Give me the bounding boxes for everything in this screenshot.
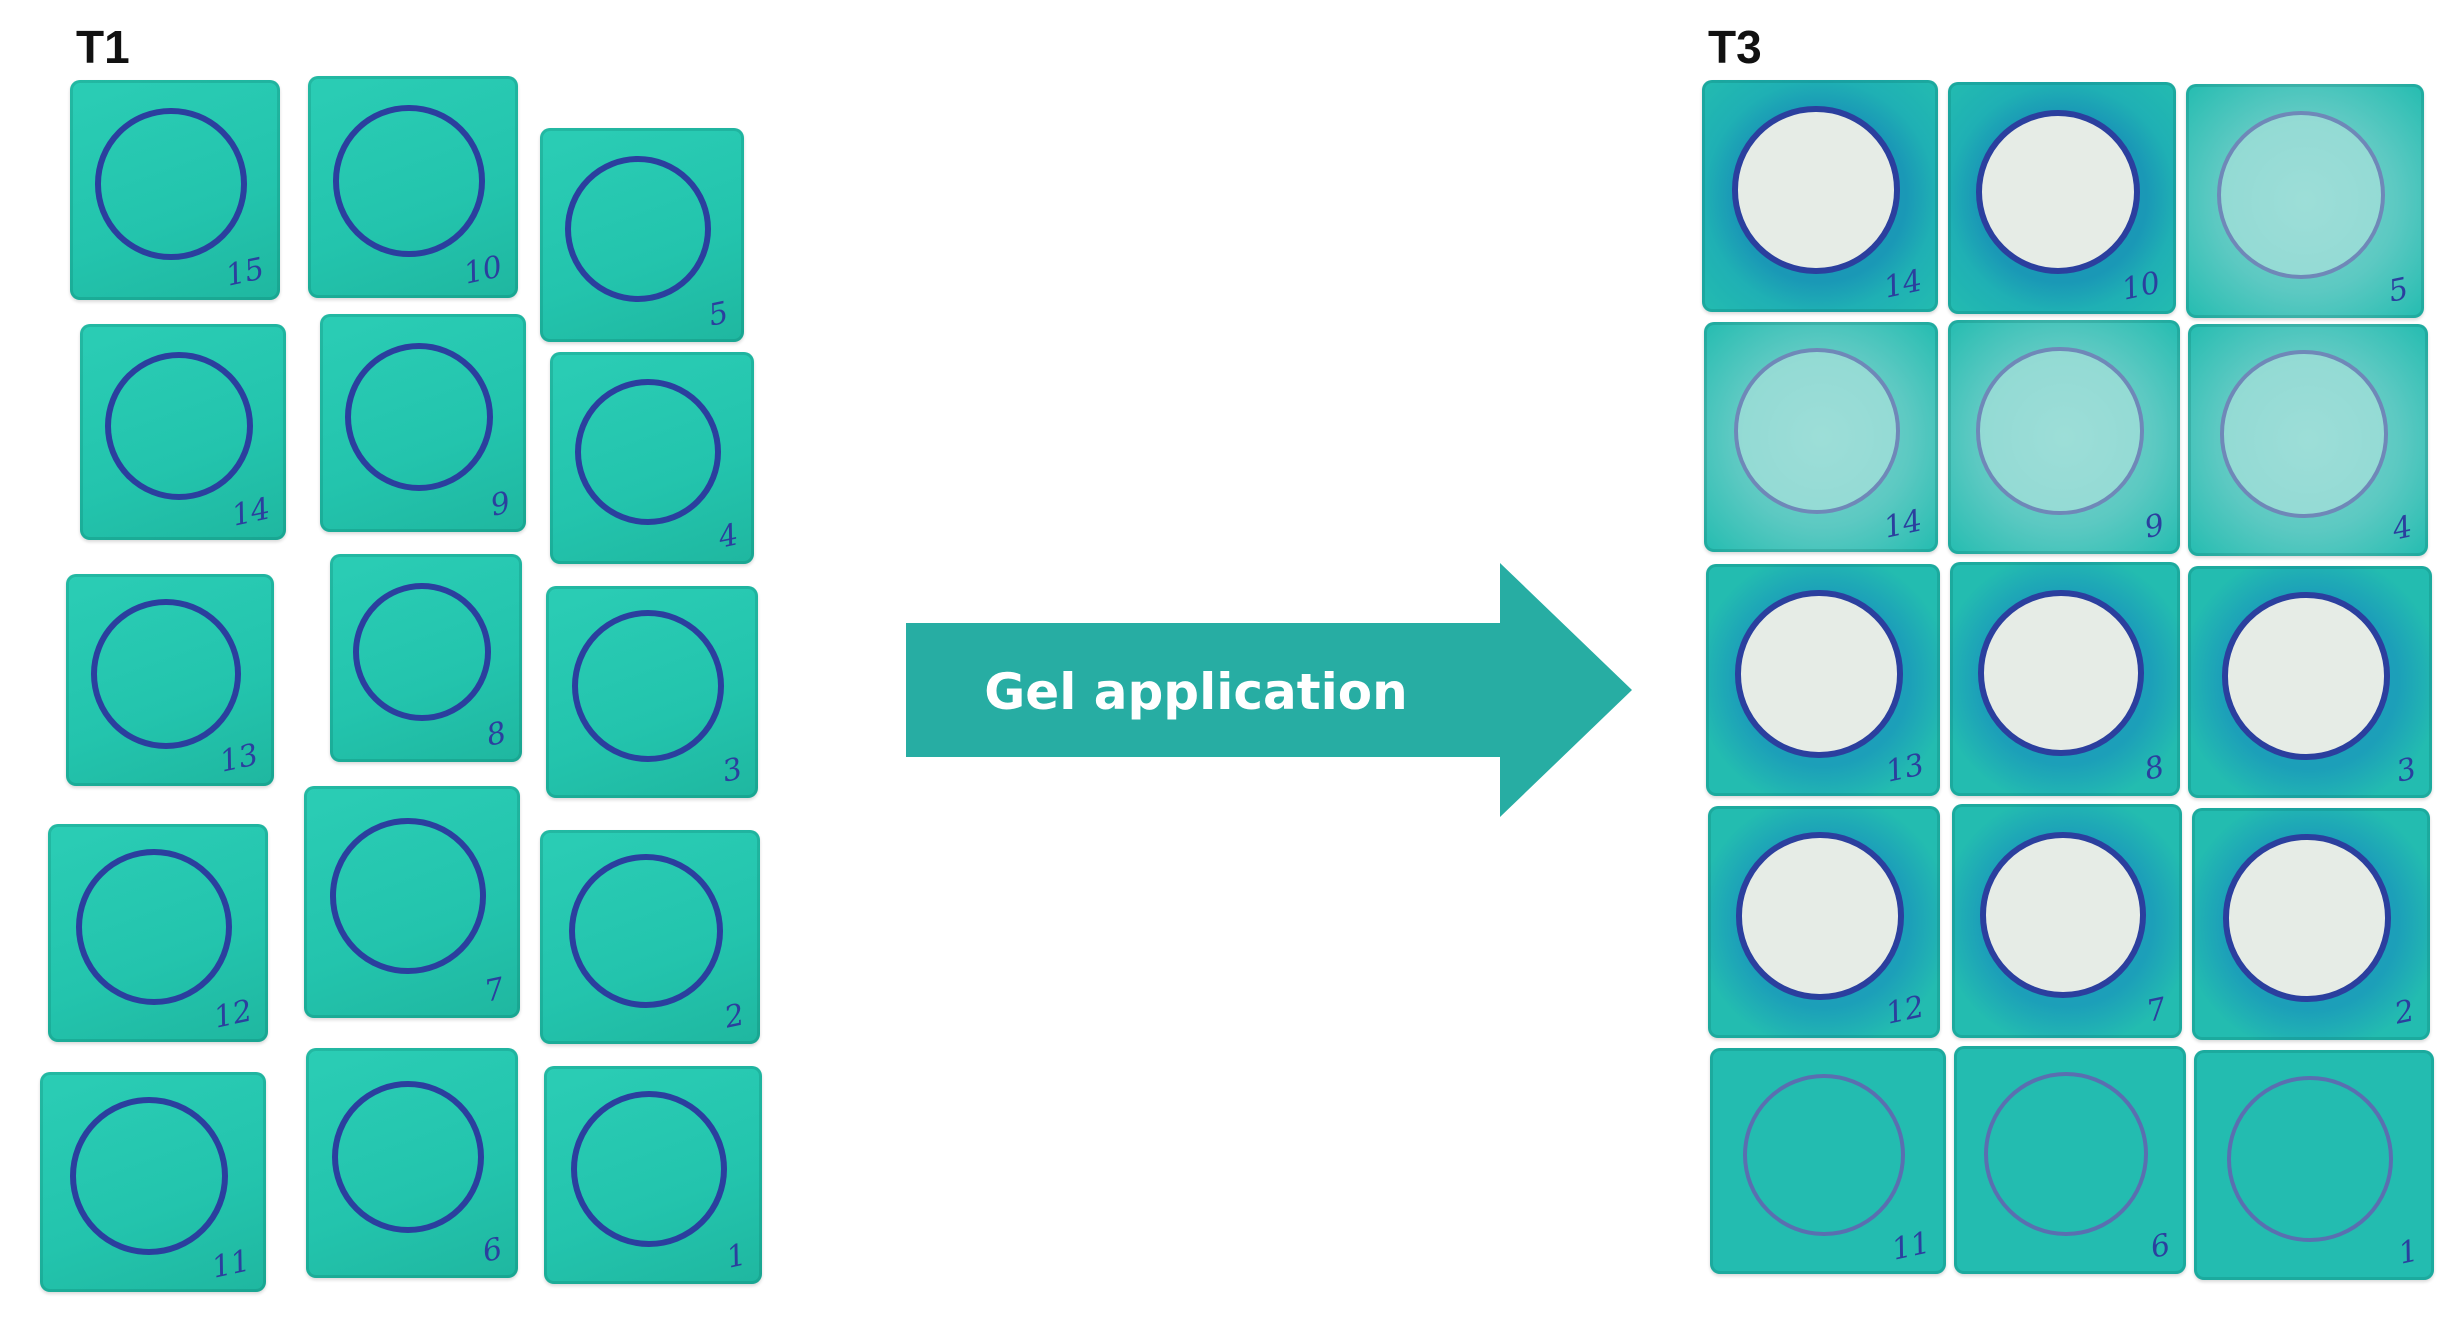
marked-circle bbox=[352, 582, 492, 722]
panel-label-t3: T3 bbox=[1708, 21, 1762, 73]
cube-number: 6 bbox=[479, 1231, 506, 1270]
marked-circle bbox=[1978, 590, 2144, 756]
sample-cube: 9 bbox=[1948, 320, 2180, 554]
cube-number: 1 bbox=[2395, 1233, 2422, 1272]
sample-cube: 13 bbox=[66, 574, 274, 786]
cube-number: 4 bbox=[715, 517, 742, 556]
sample-cube: 6 bbox=[306, 1048, 518, 1278]
sample-cube: 13 bbox=[1706, 564, 1940, 796]
cube-number: 7 bbox=[481, 971, 508, 1010]
sample-cube: 7 bbox=[304, 786, 520, 1018]
cube-number: 8 bbox=[2141, 749, 2168, 788]
sample-cube: 5 bbox=[540, 128, 744, 342]
cube-number: 15 bbox=[222, 251, 268, 294]
marked-circle bbox=[1742, 1073, 1906, 1237]
cube-number: 1 bbox=[723, 1237, 750, 1276]
cube-number: 2 bbox=[2391, 993, 2418, 1032]
marked-circle bbox=[91, 599, 241, 749]
marked-circle bbox=[1980, 832, 2146, 998]
sample-cube: 2 bbox=[540, 830, 760, 1044]
sample-cube: 12 bbox=[48, 824, 268, 1042]
sample-cube: 15 bbox=[70, 80, 280, 300]
sample-cube: 11 bbox=[1710, 1048, 1946, 1274]
marked-circle bbox=[574, 378, 722, 526]
cube-number: 12 bbox=[210, 993, 256, 1036]
marked-circle bbox=[571, 609, 725, 763]
marked-circle bbox=[330, 818, 486, 974]
marked-circle bbox=[1734, 348, 1900, 514]
gel-application-arrow: Gel application bbox=[906, 563, 1632, 817]
sample-cube: 5 bbox=[2186, 84, 2424, 318]
sample-cube: 10 bbox=[308, 76, 518, 298]
arrow-label: Gel application bbox=[984, 663, 1408, 721]
marked-circle bbox=[1736, 832, 1904, 1000]
sample-cube: 7 bbox=[1952, 804, 2182, 1038]
cube-number: 6 bbox=[2147, 1227, 2174, 1266]
cube-number: 5 bbox=[705, 295, 732, 334]
marked-circle bbox=[69, 1096, 229, 1256]
cube-number: 3 bbox=[2393, 751, 2420, 790]
cube-number: 14 bbox=[228, 491, 274, 534]
marked-circle bbox=[2222, 592, 2390, 760]
cube-number: 4 bbox=[2389, 509, 2416, 548]
marked-circle bbox=[568, 853, 724, 1009]
cube-number: 13 bbox=[1882, 747, 1928, 790]
cube-number: 10 bbox=[2118, 265, 2164, 308]
sample-cube: 3 bbox=[2188, 566, 2432, 798]
cube-number: 12 bbox=[1882, 989, 1928, 1032]
sample-cube: 2 bbox=[2192, 808, 2430, 1040]
cube-number: 9 bbox=[2141, 507, 2168, 546]
sample-cube: 6 bbox=[1954, 1046, 2186, 1274]
marked-circle bbox=[2227, 1076, 2393, 1242]
sample-cube: 4 bbox=[550, 352, 754, 564]
sample-cube: 10 bbox=[1948, 82, 2176, 314]
sample-cube: 1 bbox=[2194, 1050, 2434, 1280]
sample-cube: 8 bbox=[1950, 562, 2180, 796]
sample-cube: 9 bbox=[320, 314, 526, 532]
cube-number: 14 bbox=[1880, 503, 1926, 546]
marked-circle bbox=[1976, 347, 2144, 515]
marked-circle bbox=[331, 1080, 485, 1234]
cube-number: 13 bbox=[216, 737, 262, 780]
cube-number: 9 bbox=[487, 485, 514, 524]
marked-circle bbox=[1735, 590, 1903, 758]
marked-circle bbox=[104, 351, 254, 501]
marked-circle bbox=[1975, 109, 2141, 275]
sample-cube: 14 bbox=[1702, 80, 1938, 312]
sample-cube: 11 bbox=[40, 1072, 266, 1292]
marked-circle bbox=[1983, 1071, 2149, 1237]
cube-number: 11 bbox=[208, 1243, 254, 1286]
cube-number: 11 bbox=[1888, 1225, 1934, 1268]
marked-circle bbox=[75, 848, 233, 1006]
sample-cube: 14 bbox=[80, 324, 286, 540]
marked-circle bbox=[1732, 106, 1900, 274]
cube-number: 14 bbox=[1880, 263, 1926, 306]
arrow-shape bbox=[906, 563, 1632, 817]
photo-t1-cubes: 15 10 5 14 9 4 13 8 3 12 7 2 11 6 1 bbox=[30, 60, 790, 1310]
cube-number: 3 bbox=[719, 751, 746, 790]
sample-cube: 1 bbox=[544, 1066, 762, 1284]
cube-number: 7 bbox=[2143, 991, 2170, 1030]
sample-cube: 12 bbox=[1708, 806, 1940, 1038]
cube-number: 5 bbox=[2385, 271, 2412, 310]
sample-cube: 8 bbox=[330, 554, 522, 762]
marked-circle bbox=[2223, 834, 2391, 1002]
cube-number: 10 bbox=[460, 249, 506, 292]
panel-label-t1: T1 bbox=[76, 21, 130, 73]
cube-number: 8 bbox=[483, 715, 510, 754]
marked-circle bbox=[2220, 350, 2388, 518]
marked-circle bbox=[95, 108, 247, 260]
marked-circle bbox=[570, 1090, 728, 1248]
sample-cube: 4 bbox=[2188, 324, 2428, 556]
marked-circle bbox=[333, 105, 485, 257]
sample-cube: 3 bbox=[546, 586, 758, 798]
marked-circle bbox=[564, 155, 712, 303]
photo-t3-cubes: 14 10 5 14 9 4 13 8 3 12 7 2 11 6 1 bbox=[1702, 80, 2448, 1310]
marked-circle bbox=[2216, 110, 2386, 280]
cube-number: 2 bbox=[721, 997, 748, 1036]
marked-circle bbox=[344, 342, 494, 492]
sample-cube: 14 bbox=[1704, 322, 1938, 552]
arrow-polygon bbox=[906, 563, 1632, 817]
